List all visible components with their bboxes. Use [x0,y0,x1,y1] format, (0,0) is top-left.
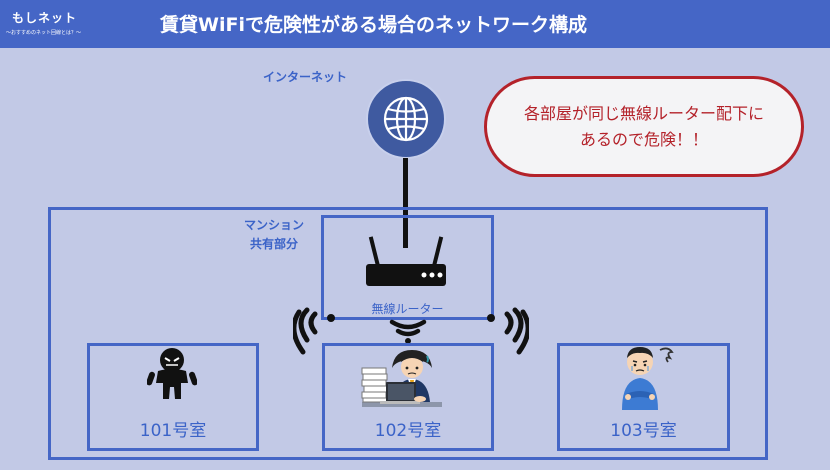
worried-person-icon [622,347,674,410]
router-label: 無線ルーター [371,302,444,316]
header-bar: もしネット 〜おすすめのネット回線とは？〜 賃貸WiFiで危険性がある場合のネッ… [0,0,830,48]
room-102: 102号室 [322,343,494,451]
internet-cable [403,158,408,248]
warning-callout-text: 各部屋が同じ無線ルーター配下に あるので危険！！ [487,101,801,153]
room-102-label: 102号室 [374,421,442,441]
intruder-icon [147,348,197,399]
globe-icon [366,79,446,159]
common-area-label: マンション 共有部分 [244,216,304,254]
common-area-label-line1: マンション [244,218,305,232]
room-101-label: 101号室 [139,421,207,441]
worker-icon [361,350,442,407]
room-103: 103号室 [557,343,730,451]
warning-callout-line1: 各部屋が同じ無線ルーター配下に [523,104,764,123]
room-101: 101号室 [87,343,259,451]
logo-sub-text: 〜おすすめのネット回線とは？〜 [6,30,82,36]
common-area-label-line2: 共有部分 [250,237,299,251]
room-103-label: 103号室 [610,421,677,441]
common-area-box [321,215,494,320]
mansion-frame [48,207,768,460]
warning-callout-line2: あるので危険！！ [579,130,708,149]
warning-callout: 各部屋が同じ無線ルーター配下に あるので危険！！ [484,76,804,177]
router-icon [366,236,446,286]
site-logo[interactable]: もしネット 〜おすすめのネット回線とは？〜 [6,6,82,42]
page-title: 賃貸WiFiで危険性がある場合のネットワーク構成 [160,14,587,36]
logo-main-text: もしネット [12,11,78,25]
wifi-down-icon [389,319,427,344]
internet-label: インターネット [263,70,348,84]
wifi-right-icon [487,307,529,355]
wifi-left-icon [293,307,335,355]
